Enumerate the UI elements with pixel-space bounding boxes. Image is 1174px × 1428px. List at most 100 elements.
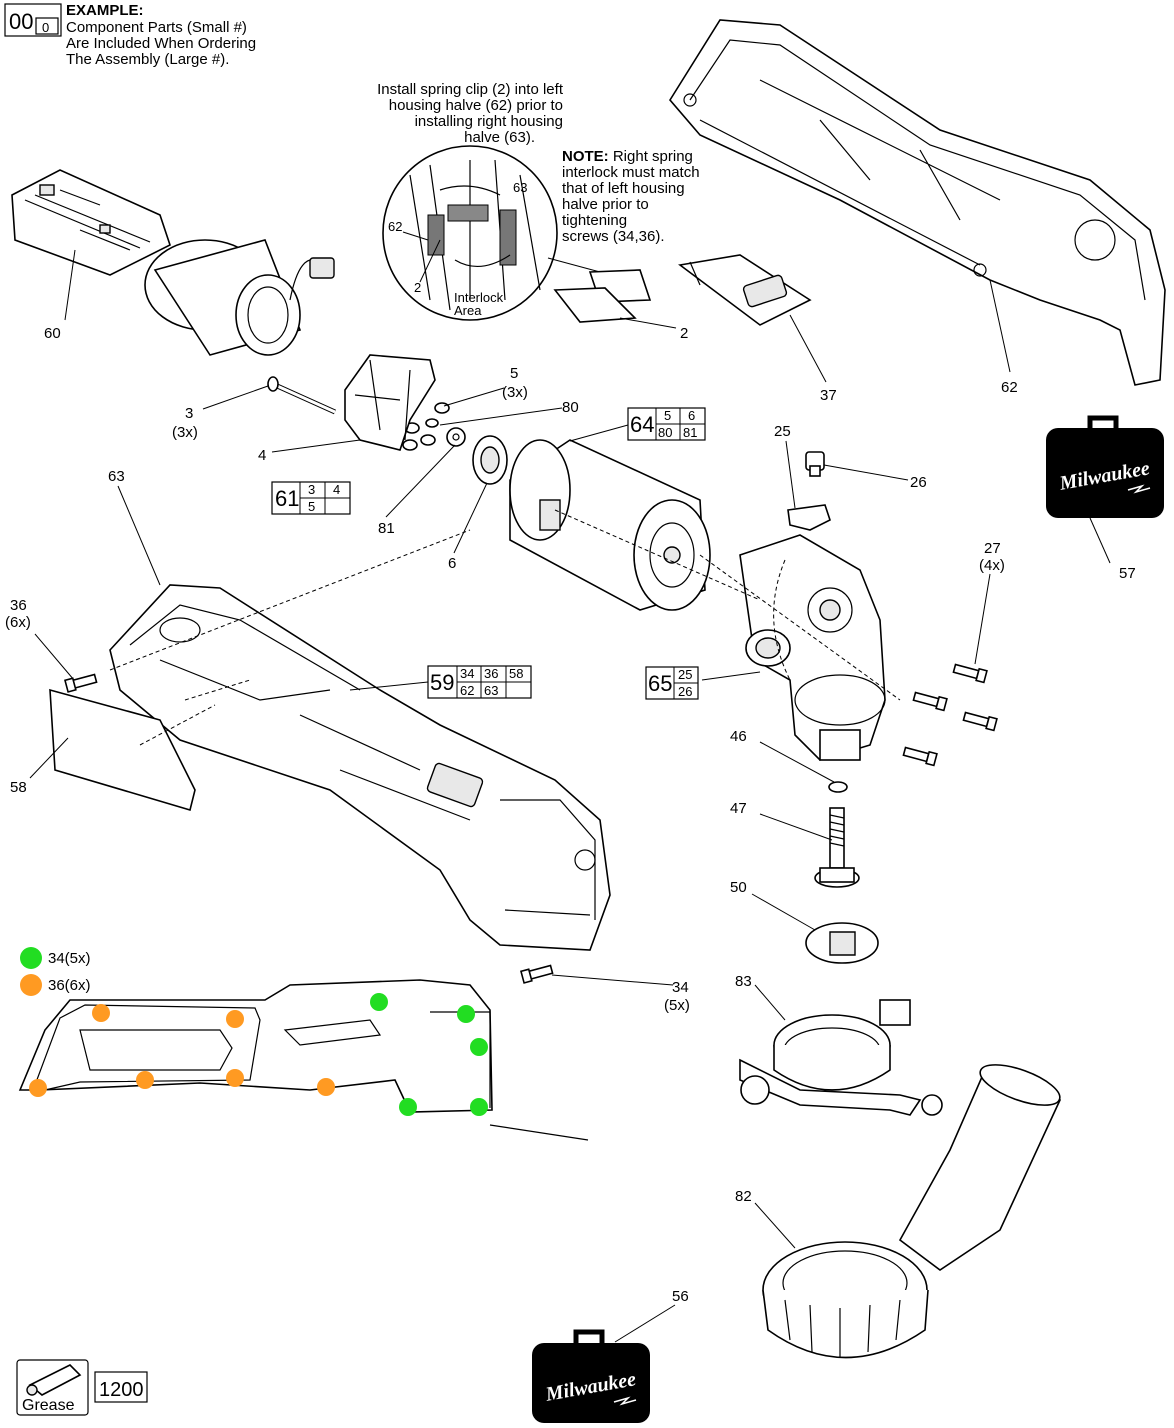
part-37-switch-slider [678,254,812,326]
assembly-59-sub-4: 62 [460,683,474,698]
example-line-3: The Assembly (Large #). [66,51,229,68]
spring-note-line-3: that of left housing [562,180,685,197]
spring-note-bold: NOTE: [562,148,609,165]
part-60-electronics-assembly [11,169,335,356]
part-63-right-housing-tool-body [109,584,611,951]
label-82: 82 [735,1188,752,1205]
part-62-left-housing [669,19,1166,386]
label-6: 6 [448,555,456,572]
legend-screw-34-markers [370,993,488,1116]
label-2: 2 [680,325,688,342]
screw-34 [520,964,554,984]
part-65-gear-head [739,534,886,761]
detail-label-2: 2 [414,280,421,295]
spring-interlock-note: NOTE: Right spring interlock must match … [562,148,700,245]
label-26: 26 [910,474,927,491]
assembly-65-sub-2: 26 [678,684,692,699]
assembly-box-61: 61 3 4 5 [271,481,351,515]
example-small-number: 0 [42,20,49,35]
grease-icon: Grease 1200 [16,1359,148,1416]
assembly-box-65: 65 25 26 [645,666,699,700]
screw-position-inset [18,979,589,1141]
label-5: 5 [510,365,518,382]
spring-note-line-2: interlock must match [562,164,700,181]
example-title: EXAMPLE: [66,2,144,19]
label-57: 57 [1119,565,1136,582]
part-58-label-plate [49,688,196,812]
label-83: 83 [735,973,752,990]
detail-label-62: 62 [388,219,402,234]
label-47: 47 [730,800,747,817]
spring-note-line-5: tightening [562,212,627,229]
assembly-59-sub-3: 58 [509,666,523,681]
part-4-bracket [344,354,436,451]
assembly-61-sub-3: 5 [308,499,315,514]
label-81: 81 [378,520,395,537]
part-82-dust-shroud [762,1064,1062,1359]
part-2-spring-clips [553,269,652,323]
carry-case-57: Milwaukee [1046,415,1164,518]
example-line-2: Are Included When Ordering [66,35,256,52]
legend-green-label: 34(5x) [48,950,91,967]
assembly-61-sub-2: 4 [333,482,340,497]
carry-case-56: Milwaukee [532,1329,650,1423]
screw-36 [64,673,98,693]
assembly-64-sub-4: 81 [683,425,697,440]
part-number-labels: 60 2 37 62 3 (3x) 5 (3x) 80 4 81 6 63 25… [5,325,1136,1305]
detail-interlock-1: Interlock [454,290,504,305]
assembly-65-sub-1: 25 [678,667,692,682]
install-note-line-2: housing halve (62) prior to [389,97,563,114]
detail-interlock-2: Area [454,303,482,318]
assembly-59-sub-2: 36 [484,666,498,681]
label-36: 36 [10,597,27,614]
assembly-61-main: 61 [275,486,299,511]
assembly-61-sub-1: 3 [308,482,315,497]
label-62: 62 [1001,379,1018,396]
install-spring-clip-note: Install spring clip (2) into left housin… [377,81,564,146]
spring-note-line-1: Right spring [609,148,693,165]
grease-label: Grease [22,1397,75,1414]
assembly-59-sub-5: 63 [484,683,498,698]
grease-code: 1200 [99,1379,144,1401]
label-5-qty: (3x) [502,384,528,401]
install-note-line-3: installing right housing [415,113,563,130]
parts-25-26 [787,451,831,531]
label-60: 60 [44,325,61,342]
label-80: 80 [562,399,579,416]
svg-text:NOTE: Right spring: NOTE: Right spring [562,148,693,165]
assembly-59-sub-1: 34 [460,666,474,681]
legend-green-dot [20,947,42,969]
spring-note-line-6: screws (34,36). [562,228,665,245]
leader-lines [29,249,1111,1343]
assembly-65-main: 65 [648,671,672,696]
legend-orange-label: 36(6x) [48,977,91,994]
label-3: 3 [185,405,193,422]
label-3-qty: (3x) [172,424,198,441]
label-37: 37 [820,387,837,404]
screws-27 [902,663,998,767]
label-4: 4 [258,447,266,464]
label-50: 50 [730,879,747,896]
screw-color-legend: 34(5x) 36(6x) [20,947,91,996]
assembly-59-main: 59 [430,670,454,695]
label-56: 56 [672,1288,689,1305]
part-83-shroud-ring [739,999,943,1116]
label-58: 58 [10,779,27,796]
assembly-64-sub-2: 6 [688,408,695,423]
example-legend: 00 0 EXAMPLE: Component Parts (Small #) … [4,2,256,68]
assembly-box-59: 59 34 36 58 62 63 [427,665,532,699]
label-25: 25 [774,423,791,440]
assembly-64-sub-3: 80 [658,425,672,440]
parts-3-5-80-81-6 [267,376,508,485]
label-46: 46 [730,728,747,745]
label-63: 63 [108,468,125,485]
label-27-qty: (4x) [979,557,1005,574]
detail-label-63: 63 [513,180,527,195]
legend-orange-dot [20,974,42,996]
parts-46-47-50 [805,781,879,964]
assembly-64-sub-1: 5 [664,408,671,423]
assembly-box-64: 64 5 6 80 81 [627,407,706,441]
spring-note-line-4: halve prior to [562,196,649,213]
label-34: 34 [672,979,689,996]
